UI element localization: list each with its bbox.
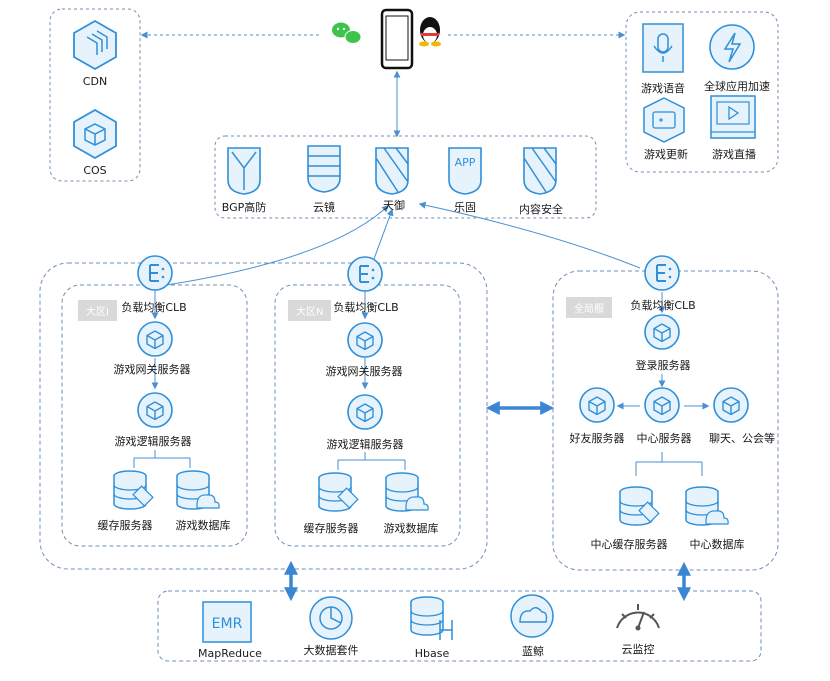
regionn-cache-label: 缓存服务器: [303, 522, 359, 535]
regionn-tag: 大区N: [288, 300, 332, 321]
center-cache-icon: [619, 486, 660, 526]
mirror-label: 云镜: [313, 201, 335, 214]
logic-icon-regionn: [347, 394, 383, 430]
emr-text: EMR: [212, 616, 243, 632]
region-n-box: [274, 284, 461, 547]
lightning-icon: [709, 24, 755, 70]
bigdata-group: [157, 590, 762, 662]
update-icon: [643, 97, 685, 143]
cos-label: COS: [83, 164, 107, 177]
friend-server-icon: [579, 387, 615, 423]
app-text: APP: [455, 156, 476, 169]
monitor-label: 云监控: [621, 643, 655, 656]
region1-db-label: 游戏数据库: [175, 519, 231, 532]
mirror-shield-icon: [307, 145, 341, 193]
bgp-label: BGP高防: [221, 201, 267, 214]
global-accel-label: 全球应用加速: [704, 80, 770, 93]
bigdata-label: 大数据套件: [303, 644, 359, 657]
game-voice-label: 游戏语音: [641, 82, 685, 95]
game-services-group: [625, 11, 779, 173]
region1-logic-label: 游戏逻辑服务器: [114, 435, 192, 448]
microphone-icon: [642, 23, 684, 73]
security-group: [214, 135, 597, 219]
login-server-label: 登录服务器: [635, 359, 691, 372]
monitor-gauge-icon: [616, 604, 660, 631]
emr-icon: EMR: [202, 601, 252, 643]
legu-label: 乐固: [454, 201, 476, 214]
game-live-label: 游戏直播: [712, 148, 756, 161]
regions-group: [39, 262, 488, 570]
hbase-icon: [410, 596, 453, 640]
connector-clbn-tianyu: [373, 208, 394, 260]
center-db-label: 中心数据库: [689, 538, 745, 551]
mapreduce-label: MapReduce: [198, 647, 262, 660]
hbase-label: Hbase: [414, 647, 450, 660]
gateway-icon-regionn: [347, 322, 383, 358]
game-db-icon-region1: [176, 470, 220, 510]
cache-db-icon-region1: [113, 470, 154, 510]
region1-gateway-label: 游戏网关服务器: [113, 363, 191, 376]
tianyu-shield-icon: [375, 147, 409, 195]
bigdata-suite-icon: [309, 596, 353, 640]
tianyu-label: 天御: [383, 199, 405, 212]
content-shield-icon: [523, 147, 557, 195]
game-db-icon-regionn: [385, 472, 429, 512]
center-server-icon: [644, 387, 680, 423]
game-update-label: 游戏更新: [644, 148, 688, 161]
cdn-icon: [73, 19, 117, 71]
connector-clbg-tianyu: [418, 201, 641, 269]
bgp-shield-icon: [227, 147, 261, 195]
phone-icon: [380, 8, 414, 70]
center-cache-label: 中心缓存服务器: [590, 538, 668, 551]
regionn-db-label: 游戏数据库: [383, 522, 439, 535]
clb-icon-regionn: [347, 256, 383, 292]
clb-icon-global: [644, 255, 680, 291]
qq-icon: [419, 17, 441, 47]
login-server-icon: [644, 314, 680, 350]
cache-db-icon-regionn: [318, 472, 359, 512]
cos-icon: [73, 108, 117, 160]
global-clb-label: 负载均衡CLB: [630, 299, 696, 312]
wechat-icon: [332, 22, 362, 44]
cdn-cos-group: [49, 8, 141, 182]
chat-server-icon: [713, 387, 749, 423]
region1-tag: 大区I: [78, 300, 117, 321]
lanjing-label: 蓝鲸: [522, 645, 544, 658]
regionn-gateway-label: 游戏网关服务器: [325, 365, 403, 378]
cdn-label: CDN: [82, 75, 108, 88]
regionn-clb-label: 负载均衡CLB: [333, 301, 399, 314]
content-security-label: 内容安全: [519, 203, 563, 216]
region-1-box: [61, 284, 248, 547]
clb-icon-region1: [137, 255, 173, 291]
center-db-icon: [685, 486, 729, 526]
logic-icon-region1: [137, 392, 173, 428]
legu-shield-icon: APP: [448, 147, 482, 195]
regionn-logic-label: 游戏逻辑服务器: [326, 438, 404, 451]
friend-server-label: 好友服务器: [569, 432, 625, 445]
lanjing-icon: [510, 594, 554, 638]
global-tag: 全局服: [566, 297, 612, 318]
region1-clb-label: 负载均衡CLB: [121, 301, 187, 314]
gateway-icon-region1: [137, 321, 173, 357]
region1-cache-label: 缓存服务器: [97, 519, 153, 532]
connector-clb1-tianyu: [159, 205, 390, 287]
live-play-icon: [710, 95, 756, 139]
chat-server-label: 聊天、公会等: [709, 432, 775, 445]
center-server-label: 中心服务器: [636, 432, 692, 445]
